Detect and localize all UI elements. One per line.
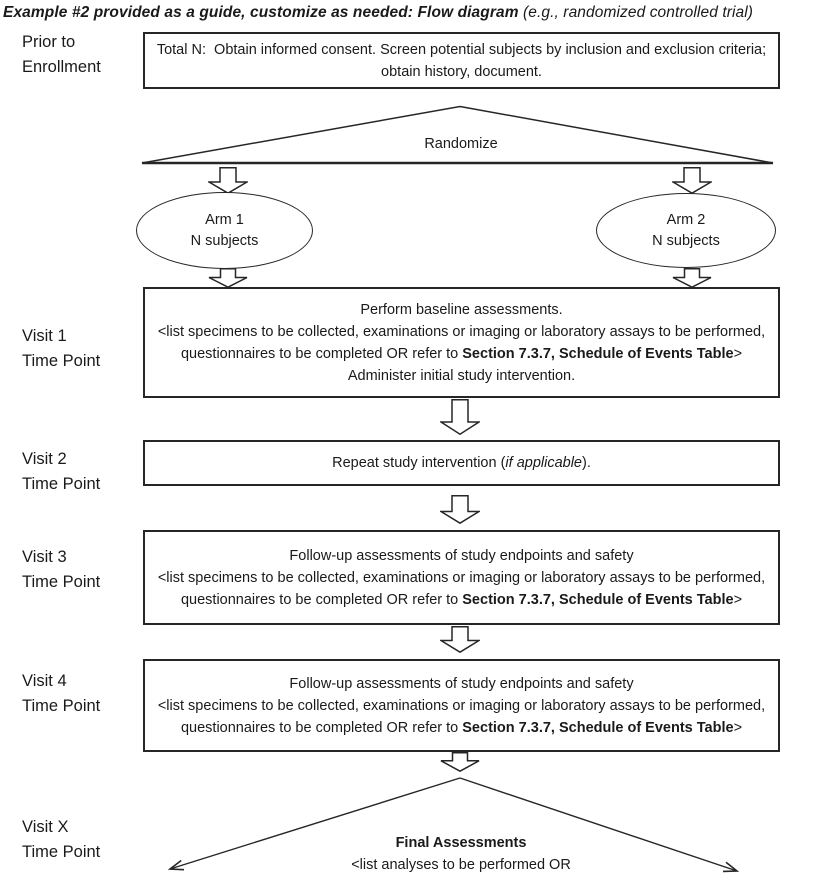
visit-2-prefix: Repeat study intervention ( — [332, 455, 506, 471]
row-label-line: Time Point — [22, 843, 101, 861]
final-branch-arrows — [167, 777, 740, 873]
row-label-visit-4: Visit 4 Time Point — [22, 669, 142, 719]
visit-1-box: Perform baseline assessments. <list spec… — [143, 287, 780, 398]
down-arrow-icon — [440, 399, 480, 435]
page-title: Example #2 provided as a guide, customiz… — [3, 4, 753, 22]
visit-1-list-suffix: > — [733, 345, 743, 362]
visit-1-list-prefix: <list specimens to be collected, examina… — [157, 323, 766, 362]
visit-4-list-prefix: <list specimens to be collected, examina… — [157, 697, 766, 736]
visit-3-box: Follow-up assessments of study endpoints… — [143, 530, 780, 625]
row-label-prior-enrollment: Prior to Enrollment — [22, 30, 142, 80]
visit-1-line-3: Administer initial study intervention. — [347, 367, 576, 384]
final-assessments-text: Final Assessments <list analyses to be p… — [143, 832, 779, 875]
row-label-visit-x: Visit X Time Point — [22, 815, 142, 865]
row-label-line: Visit 1 — [22, 327, 67, 345]
visit-4-list: <list specimens to be collected, examina… — [154, 695, 769, 739]
screening-box: Total N: Obtain informed consent. Screen… — [143, 32, 780, 89]
row-label-visit-2: Visit 2 Time Point — [22, 447, 142, 497]
randomize-triangle — [141, 105, 774, 165]
visit-2-text: Repeat study intervention (if applicable… — [154, 452, 769, 474]
down-arrow-icon — [440, 495, 480, 524]
row-label-line: Visit 3 — [22, 548, 67, 566]
page-title-note: (e.g., randomized controlled trial) — [518, 4, 754, 21]
down-arrow-icon — [440, 752, 480, 772]
down-arrow-icon — [440, 626, 480, 653]
row-label-line: Enrollment — [22, 58, 101, 76]
row-label-line: Visit 2 — [22, 450, 67, 468]
arm-1-line: Arm 1 — [205, 211, 244, 228]
row-label-line: Prior to — [22, 33, 76, 51]
down-arrow-icon — [672, 268, 712, 288]
visit-3-list: <list specimens to be collected, examina… — [154, 567, 769, 611]
row-label-line: Time Point — [22, 475, 101, 493]
visit-3-list-suffix: > — [733, 591, 743, 608]
row-label-visit-3: Visit 3 Time Point — [22, 545, 142, 595]
visit-3-list-bold: Section 7.3.7, Schedule of Events Table — [462, 591, 734, 608]
screening-box-text: Total N: Obtain informed consent. Screen… — [156, 41, 767, 80]
row-label-visit-1: Visit 1 Time Point — [22, 324, 142, 374]
arm-1-ellipse: Arm 1 N subjects — [136, 192, 313, 269]
down-arrow-icon — [208, 268, 248, 288]
final-assessments-title: Final Assessments — [395, 835, 527, 851]
visit-2-italic: if applicable — [505, 455, 582, 471]
row-label-line: Time Point — [22, 352, 101, 370]
visit-2-box: Repeat study intervention (if applicable… — [143, 440, 780, 486]
randomize-label: Randomize — [424, 136, 498, 152]
visit-4-box: Follow-up assessments of study endpoints… — [143, 659, 780, 752]
down-arrow-icon — [208, 167, 248, 194]
arm-2-line: N subjects — [652, 232, 720, 249]
row-label-line: Visit X — [22, 818, 69, 836]
visit-3-list-prefix: <list specimens to be collected, examina… — [157, 569, 766, 608]
visit-3-line-1: Follow-up assessments of study endpoints… — [289, 547, 634, 564]
arm-2-ellipse: Arm 2 N subjects — [596, 193, 776, 268]
visit-2-suffix: ). — [582, 455, 591, 471]
visit-4-list-suffix: > — [733, 719, 743, 736]
row-label-line: Time Point — [22, 697, 101, 715]
page-title-emphasis: Example #2 provided as a guide, customiz… — [3, 4, 519, 21]
visit-4-line-1: Follow-up assessments of study endpoints… — [289, 675, 634, 692]
visit-1-list-bold: Section 7.3.7, Schedule of Events Table — [462, 345, 734, 362]
visit-1-list: <list specimens to be collected, examina… — [154, 321, 769, 365]
arm-1-line: N subjects — [190, 232, 259, 249]
final-assessments-line-2: <list analyses to be performed OR — [351, 857, 571, 873]
arm-2-line: Arm 2 — [666, 211, 706, 228]
visit-1-line-1: Perform baseline assessments. — [360, 301, 563, 318]
down-arrow-icon — [672, 167, 712, 194]
visit-4-list-bold: Section 7.3.7, Schedule of Events Table — [462, 719, 734, 736]
row-label-line: Visit 4 — [22, 672, 67, 690]
row-label-line: Time Point — [22, 573, 101, 591]
